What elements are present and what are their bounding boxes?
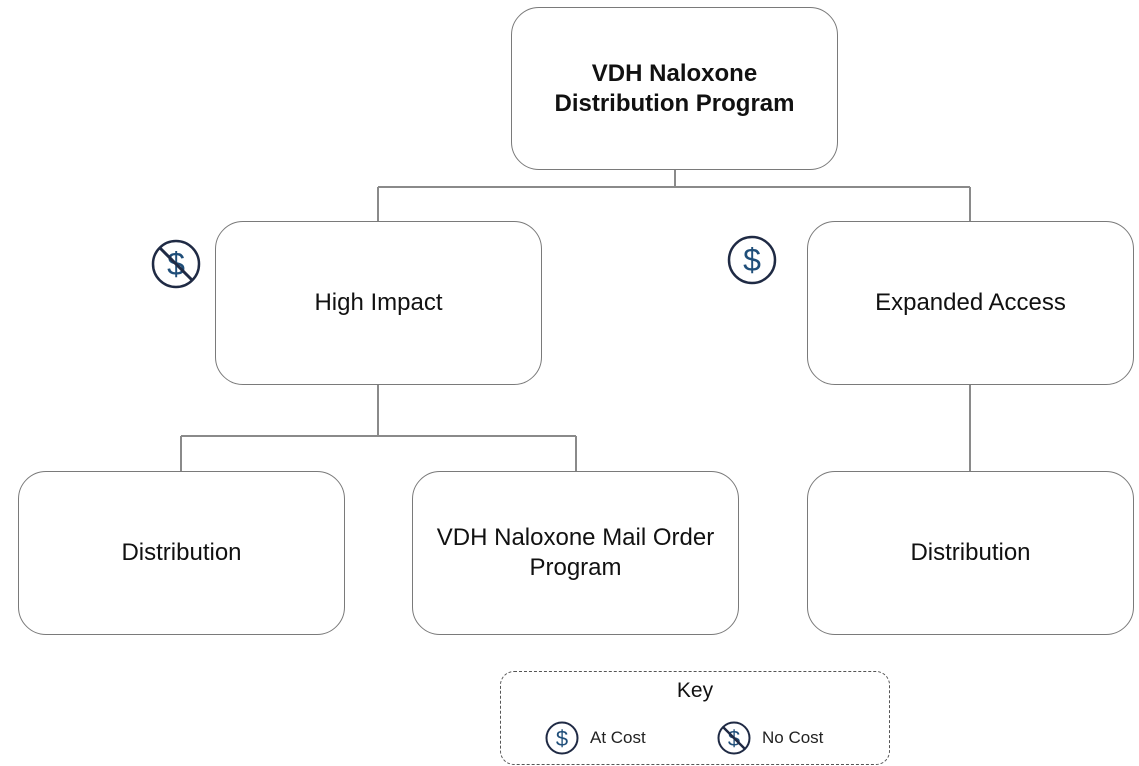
expanded-access-label: Expanded Access (875, 289, 1066, 316)
root-node-vdh-naloxone-distribution-program: VDH Naloxone Distribution Program (511, 7, 838, 170)
key-title: Key (676, 679, 714, 702)
key-item-no-cost: $ No Cost (716, 720, 823, 756)
svg-text:$: $ (556, 726, 568, 751)
mail-order-program-node: VDH Naloxone Mail Order Program (412, 471, 739, 635)
no-cost-icon: $ (151, 239, 201, 289)
high-impact-node: High Impact (215, 221, 542, 385)
expanded-access-distribution-node: Distribution (807, 471, 1134, 635)
key-legend: Key $ At Cost $ No Cost (500, 671, 890, 765)
expanded-access-node: Expanded Access (807, 221, 1134, 385)
expanded-access-distribution-label: Distribution (910, 539, 1031, 566)
root-node-label-line1: VDH Naloxone (591, 59, 758, 87)
at-cost-icon: $ (545, 721, 579, 755)
no-cost-icon: $ (717, 721, 751, 755)
mail-order-label-line1: VDH Naloxone Mail Order (436, 524, 715, 551)
at-cost-icon: $ (727, 235, 777, 285)
key-label-at-cost: At Cost (590, 728, 646, 747)
key-label-no-cost: No Cost (762, 728, 824, 747)
high-impact-label: High Impact (314, 289, 443, 316)
mail-order-label-line2: Program (529, 554, 622, 581)
key-item-at-cost: $ At Cost (544, 720, 646, 756)
svg-text:$: $ (743, 242, 761, 278)
high-impact-distribution-label: Distribution (121, 539, 242, 566)
high-impact-distribution-node: Distribution (18, 471, 345, 635)
root-node-label-line2: Distribution Program (554, 89, 795, 117)
